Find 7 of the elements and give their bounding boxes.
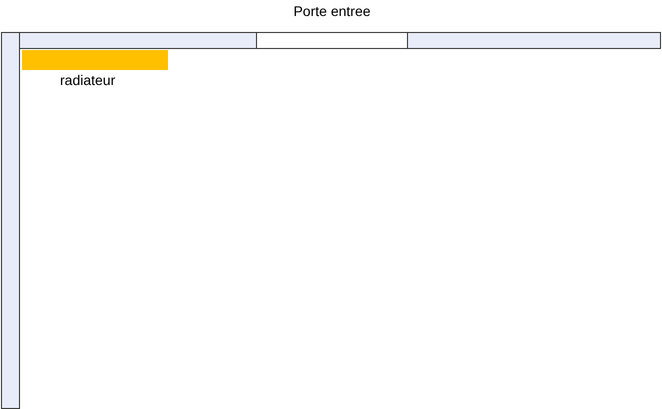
door bbox=[256, 32, 408, 49]
radiator-label: radiateur bbox=[60, 72, 116, 88]
wall bbox=[407, 32, 661, 49]
wall bbox=[19, 32, 257, 49]
wall bbox=[1, 32, 20, 409]
radiator bbox=[22, 50, 168, 70]
door-label: Porte entree bbox=[293, 3, 371, 19]
